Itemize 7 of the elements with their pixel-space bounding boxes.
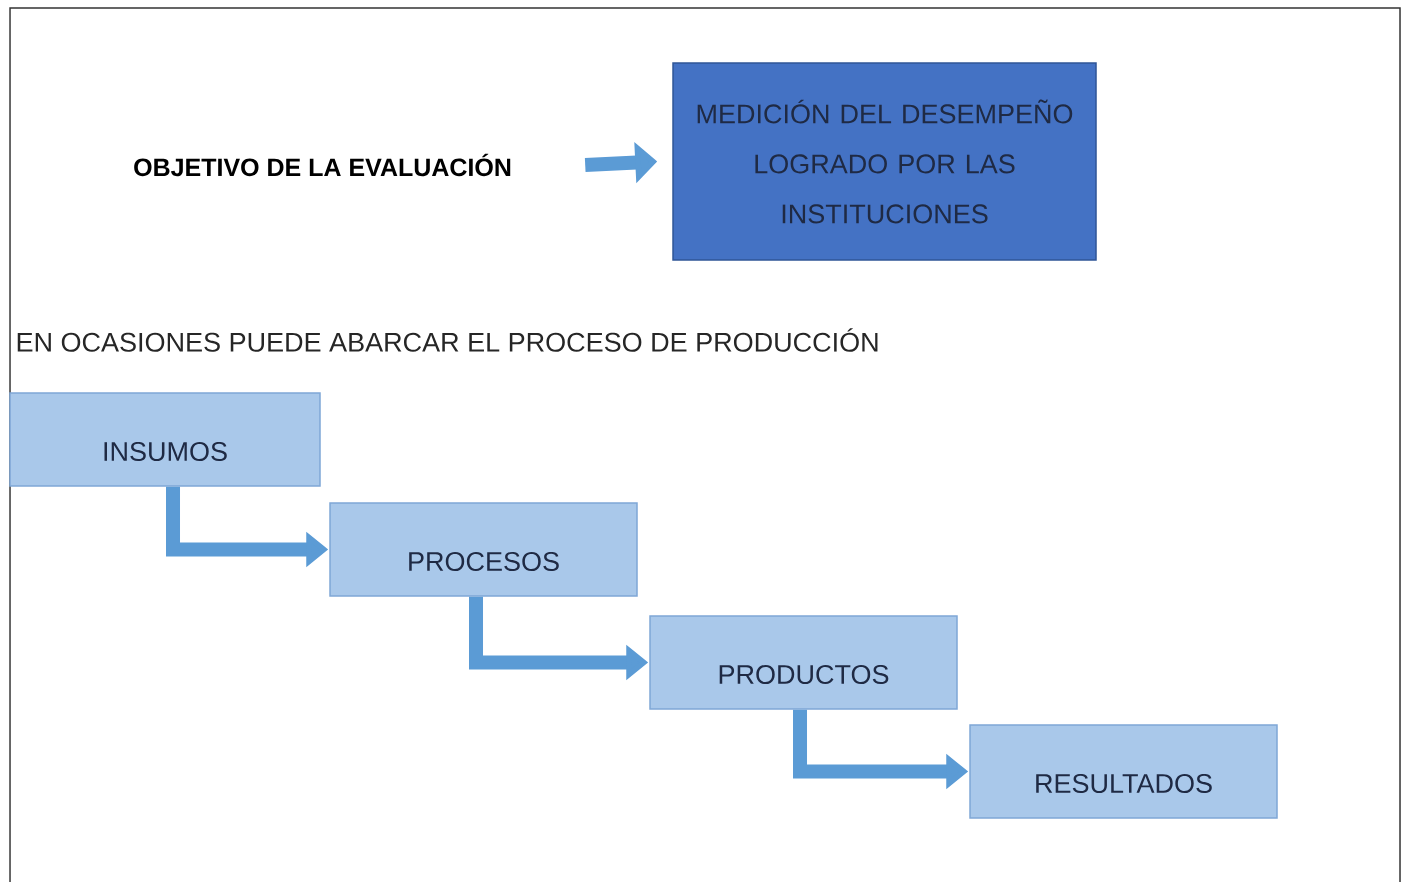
stage-box: PROCESOS: [329, 502, 638, 597]
result-box: MEDICIÓN DEL DESEMPEÑO LOGRADO POR LAS INSTITUCIONES: [672, 62, 1097, 261]
stage-box: INSUMOS: [9, 392, 321, 487]
note-text: EN OCASIONES PUEDE ABARCAR EL PROCESO DE PRODUCCIÓN: [17, 328, 878, 352]
objective-text: OBJETIVO DE LA EVALUACIÓN: [134, 153, 511, 177]
stage-box: RESULTADOS: [969, 724, 1278, 819]
stage-box: PRODUCTOS: [649, 615, 958, 710]
